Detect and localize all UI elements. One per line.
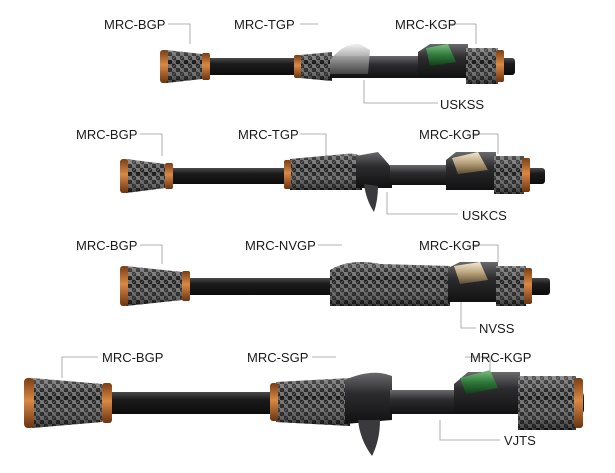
assembly-1-reel-seat [330,43,468,78]
assembly-1-fore-grip-label: MRC-TGP [234,17,295,32]
assembly-2-reel-seat-label: USKCS [462,208,507,223]
assembly-3-top-grip-label: MRC-KGP [419,238,481,253]
assembly-2-reel-seat [356,152,496,212]
assembly-1-butt-grip-label: MRC-BGP [104,17,166,32]
assembly-1-fore-grip [294,52,332,81]
assembly-4 [24,356,584,456]
assembly-2-top-grip [494,156,530,194]
assembly-4-butt-grip-label: MRC-BGP [102,350,164,365]
assembly-1 [160,23,515,104]
assembly-4-reel-seat-label: VJTS [504,433,536,448]
assembly-3 [120,244,550,329]
assembly-4-reel-seat [345,370,520,456]
assembly-3-fore-grip [330,262,450,306]
assembly-1-top-grip [466,48,504,84]
assembly-4-butt-grip [24,378,112,428]
assembly-2-leaders [140,133,499,215]
assembly-2-top-grip-label: MRC-KGP [419,127,481,142]
assembly-2-butt-grip [120,159,173,193]
assembly-3-fore-grip-label: MRC-NVGP [245,238,316,253]
assembly-4-top-grip [518,376,583,430]
assembly-4-fore-grip [270,378,350,426]
assembly-2-butt-grip-label: MRC-BGP [76,127,138,142]
assembly-4-fore-grip-label: MRC-SGP [247,350,309,365]
assembly-1-top-grip-label: MRC-KGP [395,17,457,32]
assembly-3-top-grip [496,266,532,306]
assembly-4-leaders [61,356,500,441]
assembly-2-fore-grip-label: MRC-TGP [238,127,299,142]
assembly-3-leaders [140,244,499,329]
assembly-3-reel-seat [448,262,498,302]
assembly-2-fore-grip [284,153,362,190]
assembly-2 [120,133,545,215]
assembly-1-butt-grip [160,50,210,83]
assembly-1-leaders [168,23,477,104]
assembly-1-reel-seat-label: USKSS [440,97,485,112]
assembly-3-reel-seat-label: NVSS [479,321,515,336]
assembly-3-butt-grip [120,266,190,306]
assembly-4-top-grip-label: MRC-KGP [470,350,532,365]
assembly-3-butt-grip-label: MRC-BGP [76,238,138,253]
